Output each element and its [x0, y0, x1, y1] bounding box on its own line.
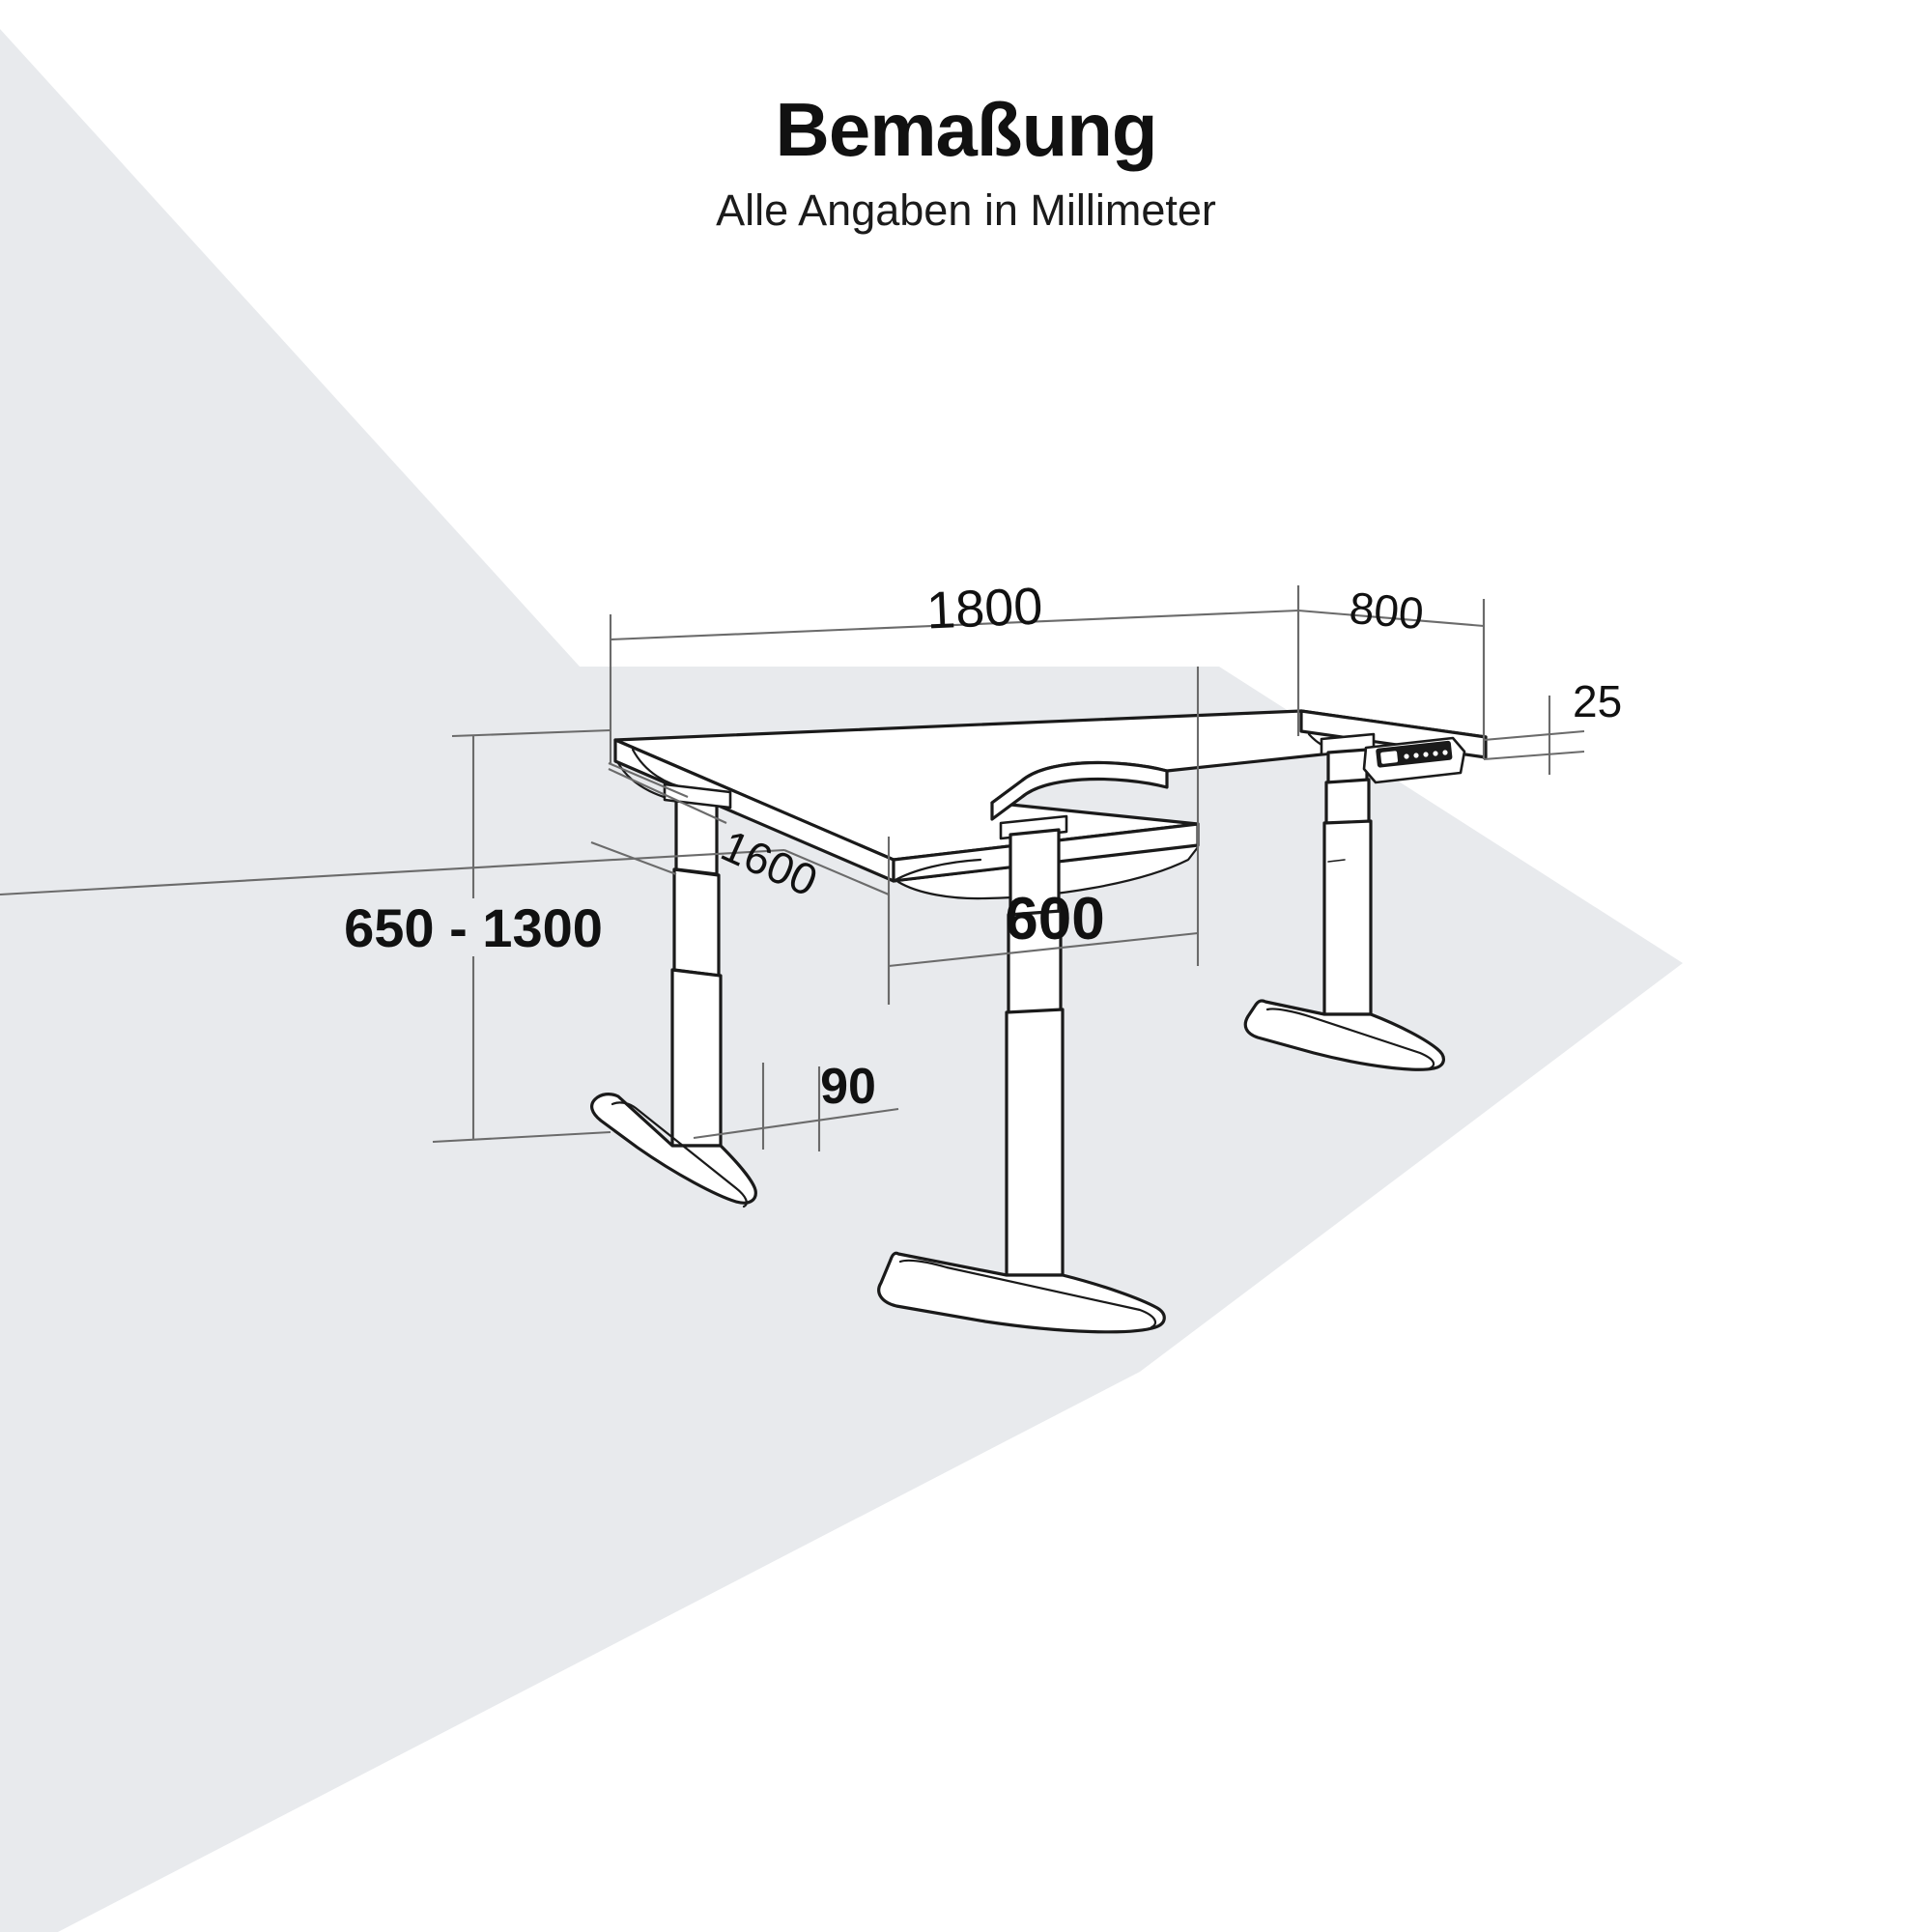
control-button-5 — [1442, 750, 1448, 755]
leg-right-seam-2 — [1323, 820, 1372, 824]
leg-left — [590, 782, 757, 1208]
leg-left-column-lower — [670, 968, 723, 1148]
leg-left-seam-1 — [673, 868, 720, 876]
leg-left-foot — [590, 1093, 757, 1205]
floor-shade-polygon — [0, 29, 1683, 1932]
leg-left-foot-top-bevel — [611, 1101, 748, 1208]
height-control-panel[interactable] — [1362, 736, 1466, 784]
dim-label-800: 800 — [1348, 582, 1426, 639]
desktop-cutout-edge — [990, 760, 1169, 821]
dim-line-1600-b — [0, 848, 785, 896]
dimension-geometry — [0, 585, 1585, 1151]
dim-line-1600-b2 — [783, 849, 890, 895]
dim-line-25-upper — [1483, 729, 1585, 742]
control-panel-display — [1380, 751, 1398, 764]
leg-center-foot — [877, 1251, 1166, 1334]
leg-left-seam-2 — [671, 969, 722, 977]
ext-line-height-bottom — [432, 1130, 611, 1144]
desktop-underside-front-lip2 — [892, 858, 982, 883]
dim-line-600 — [888, 931, 1199, 968]
ext-line-height-top — [451, 728, 611, 738]
ext-line-1600-top — [608, 762, 689, 798]
control-panel-buttons — [1404, 750, 1448, 759]
leg-right-column-mid — [1324, 778, 1371, 827]
leg-right-seam-1 — [1325, 779, 1370, 783]
dim-label-600: 600 — [1005, 886, 1104, 952]
dim-label-height-range: 650 - 1300 — [344, 897, 603, 958]
dim-line-1800 — [610, 609, 1299, 641]
dim-label-25: 25 — [1573, 676, 1622, 726]
control-button-1 — [1404, 753, 1409, 759]
leg-center-column-lower — [1005, 1008, 1065, 1277]
dim-label-90: 90 — [820, 1059, 876, 1115]
leg-right-foot — [1243, 999, 1445, 1071]
leg-right-seam-3 — [1327, 859, 1346, 863]
leg-center-foot-top-bevel — [898, 1259, 1157, 1329]
control-button-3 — [1423, 752, 1429, 757]
leg-center-seam-1 — [1008, 910, 1062, 916]
leg-left-column-mid — [672, 867, 721, 978]
dim-line-90 — [693, 1107, 899, 1140]
leg-center — [877, 814, 1166, 1334]
leg-center-seam-2 — [1006, 1009, 1064, 1013]
control-button-4 — [1433, 751, 1438, 756]
dim-label-1800: 1800 — [925, 578, 1044, 640]
control-button-2 — [1413, 753, 1419, 758]
dim-line-1600-a — [608, 768, 727, 824]
dim-line-25-lower — [1483, 750, 1585, 761]
leg-right-foot-top-bevel — [1265, 1008, 1435, 1070]
dim-line-800 — [1297, 609, 1485, 628]
leg-right-column-lower — [1322, 819, 1373, 1016]
